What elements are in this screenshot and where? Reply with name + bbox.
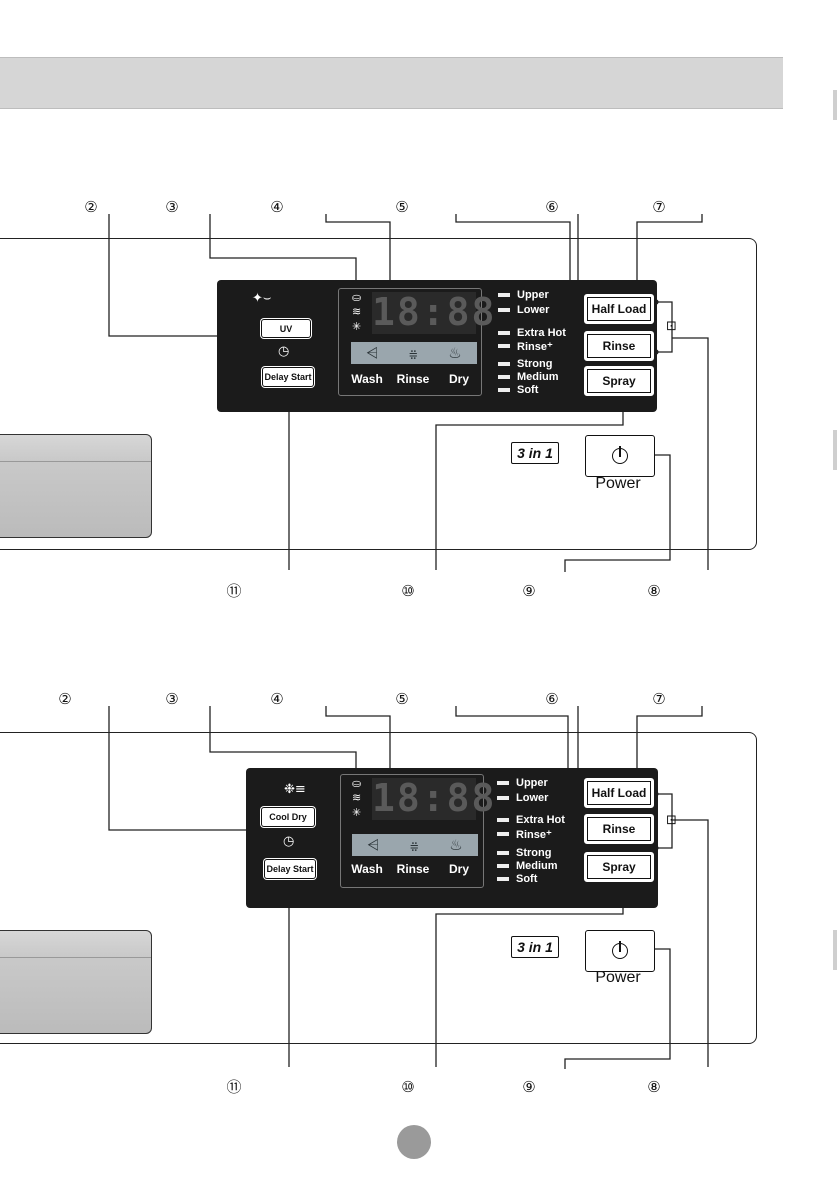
spray-option-medium: Medium — [498, 371, 559, 383]
edge-tab-mark — [833, 90, 837, 120]
cool-dry-icon: ❉≡ — [284, 782, 306, 797]
detergent-icon: ⛀ — [352, 777, 362, 790]
callout-number: ⑨ — [522, 582, 536, 600]
half-load-button[interactable]: Half Load — [584, 294, 654, 324]
wash-label: Wash — [351, 862, 383, 876]
temp-option-rinse-plus: Rinse⁺ — [498, 340, 553, 353]
rack-option-lower: Lower — [497, 792, 548, 804]
power-label: Power — [595, 969, 641, 986]
clock-icon: ◷ — [283, 834, 295, 849]
display-frame — [340, 774, 484, 888]
door-handle-graphic — [0, 434, 152, 538]
spray-option-strong: Strong — [497, 847, 551, 859]
callout-number: ⑦ — [652, 690, 666, 708]
clock-icon: ◷ — [278, 344, 290, 359]
callout-number: ② — [84, 198, 98, 216]
callout-number: ⑨ — [522, 1078, 536, 1096]
door-handle-graphic — [0, 930, 152, 1034]
rack-option-upper: Upper — [498, 289, 549, 301]
power-button[interactable] — [585, 435, 655, 477]
dry-label: Dry — [448, 862, 469, 876]
rinse-button[interactable]: Rinse — [584, 814, 654, 844]
control-panel-diagram-cool-dry: ② ③ ④ ⑤ ⑥ ⑦ ❉≡ Cool Dry ◷ Delay Start ⛀ … — [0, 684, 839, 1104]
rinse-label: Rinse — [396, 372, 430, 386]
spray-button[interactable]: Spray — [584, 366, 654, 396]
callout-number: ⑪ — [226, 1078, 242, 1096]
callout-number: ⑩ — [401, 582, 415, 600]
power-label: Power — [595, 475, 641, 492]
rinse-button[interactable]: Rinse — [584, 331, 654, 361]
page-number-dot — [397, 1125, 431, 1159]
rack-option-upper: Upper — [497, 777, 548, 789]
wash-label: Wash — [351, 372, 383, 386]
callout-number: ⑤ — [395, 198, 409, 216]
rack-option-lower: Lower — [498, 304, 549, 316]
power-icon — [612, 446, 628, 464]
cycle-indicator-bar: ⩤ ⩷ ♨ — [351, 342, 477, 364]
sanitize-icon: ✳ — [352, 806, 362, 819]
edge-tab-mark — [833, 430, 837, 470]
uv-button[interactable]: UV — [262, 320, 310, 337]
callout-number: ⑦ — [652, 198, 666, 216]
callout-number: ② — [58, 690, 72, 708]
spray-option-soft: Soft — [498, 384, 538, 396]
spray-option-strong: Strong — [498, 358, 552, 370]
time-display: 18:88 — [372, 776, 497, 820]
time-display: 18:88 — [372, 290, 497, 334]
half-load-button[interactable]: Half Load — [584, 778, 654, 808]
three-in-one-badge: 3 in 1 — [511, 442, 559, 464]
callout-number: ⑪ — [226, 582, 242, 600]
edge-tab-mark — [833, 930, 837, 970]
panel-outline — [0, 238, 757, 550]
spray-option-medium: Medium — [497, 860, 558, 872]
spray-button[interactable]: Spray — [584, 852, 654, 882]
callout-number: ⑧ — [647, 1078, 661, 1096]
rinse-label: Rinse — [396, 862, 430, 876]
callout-number: ⑥ — [545, 690, 559, 708]
detergent-icon: ⛀ — [352, 291, 362, 304]
control-panel: ✦⌣ UV ◷ Delay Start ⛀ ≋ ✳ 18:88 ⩤ ⩷ ♨ Wa… — [217, 280, 657, 412]
wash-icon: ⩤ — [366, 344, 379, 362]
dry-icon: ♨ — [448, 344, 462, 362]
delay-start-button[interactable]: Delay Start — [265, 860, 315, 878]
dry-icon: ♨ — [449, 836, 463, 854]
cycle-indicator-bar: ⩤ ⩷ ♨ — [352, 834, 478, 856]
section-header-bar — [0, 57, 783, 109]
cool-dry-button[interactable]: Cool Dry — [262, 808, 314, 826]
rinse-icon: ⩷ — [409, 836, 419, 854]
power-button[interactable] — [585, 930, 655, 972]
temp-option-extra-hot: Extra Hot — [497, 814, 565, 826]
temp-option-rinse-plus: Rinse⁺ — [497, 828, 552, 841]
display-frame — [338, 288, 482, 396]
spray-option-soft: Soft — [497, 873, 537, 885]
callout-number: ⑩ — [401, 1078, 415, 1096]
child-lock-icon: ⊡ — [666, 319, 677, 334]
delay-start-button[interactable]: Delay Start — [263, 368, 313, 386]
callout-number: ④ — [270, 198, 284, 216]
dry-label: Dry — [448, 372, 469, 386]
control-panel-diagram-uv: ② ③ ④ ⑤ ⑥ ⑦ ✦⌣ UV ◷ Delay Start ⛀ ≋ ✳ 18… — [0, 190, 839, 610]
rinse-icon: ⩷ — [408, 344, 418, 362]
callout-number: ④ — [270, 690, 284, 708]
callout-number: ⑥ — [545, 198, 559, 216]
rinse-aid-icon: ≋ — [352, 305, 362, 318]
temp-option-extra-hot: Extra Hot — [498, 327, 566, 339]
callout-number: ③ — [165, 198, 179, 216]
wash-icon: ⩤ — [367, 836, 380, 854]
sanitize-icon: ✳ — [352, 320, 362, 333]
callout-number: ⑧ — [647, 582, 661, 600]
callout-number: ③ — [165, 690, 179, 708]
rinse-aid-icon: ≋ — [352, 791, 362, 804]
control-panel: ❉≡ Cool Dry ◷ Delay Start ⛀ ≋ ✳ 18:88 ⩤ … — [246, 768, 658, 908]
callout-number: ⑤ — [395, 690, 409, 708]
three-in-one-badge: 3 in 1 — [511, 936, 559, 958]
power-icon — [612, 941, 628, 959]
child-lock-icon: ⊡ — [666, 813, 677, 828]
panel-outline — [0, 732, 757, 1044]
uv-icon: ✦⌣ — [252, 291, 272, 306]
